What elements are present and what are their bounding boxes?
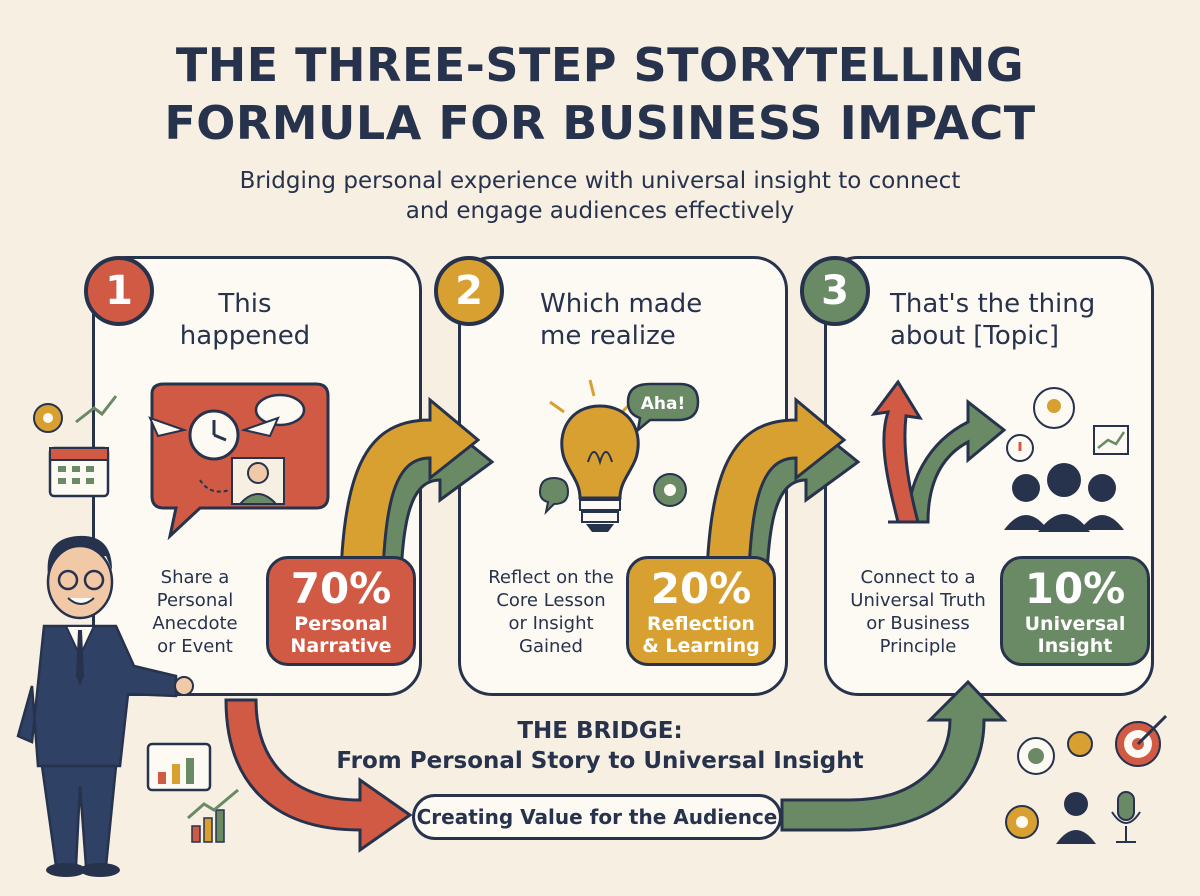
bridge-title-line-2: From Personal Story to Universal Insight (336, 748, 864, 774)
step-2-percent-label-2: & Learning (642, 635, 760, 657)
step-1-desc-line-4: or Event (157, 636, 233, 657)
subtitle-line-2: and engage audiences effectively (405, 198, 795, 224)
step-3-title: That's the thing about [Topic] (890, 288, 1120, 352)
step-1-description: Share a Personal Anecdote or Event (140, 566, 250, 658)
step-1-percent-label-1: Personal (294, 613, 388, 635)
bridge-pill: Creating Value for the Audience (412, 794, 782, 840)
step-2-description: Reflect on the Core Lesson or Insight Ga… (476, 566, 626, 658)
step-3-number: 3 (800, 256, 870, 326)
step-1-percent-box: 70% Personal Narrative (266, 556, 416, 666)
bridge-title: THE BRIDGE: From Personal Story to Unive… (330, 716, 870, 776)
title-line-1: THE THREE-STEP STORYTELLING (175, 38, 1025, 92)
page-title: THE THREE-STEP STORYTELLING FORMULA FOR … (0, 36, 1200, 152)
step-1-percent: 70% (290, 564, 392, 613)
growth-chart-icon (1093, 425, 1129, 455)
aha-text: Aha! (641, 394, 685, 414)
subtitle-line-1: Bridging personal experience with univer… (239, 168, 961, 194)
step-3-title-line-2: about [Topic] (890, 321, 1059, 351)
bridge-red-arrow (224, 698, 413, 853)
step-2-title-line-1: Which made (540, 289, 703, 319)
step-1-title-line-2: happened (179, 321, 311, 351)
step-3-desc-line-4: Principle (879, 636, 957, 657)
lightbulb-icon (560, 404, 640, 500)
step-3-description: Connect to a Universal Truth or Business… (838, 566, 998, 658)
step-2-desc-line-3: or Insight (508, 613, 594, 634)
step-3-title-line-1: That's the thing (890, 289, 1096, 319)
step-1-percent-label-2: Narrative (290, 635, 392, 657)
step-2-desc-line-2: Core Lesson (496, 590, 606, 611)
story-bubble-illustration (148, 382, 330, 540)
businessman-illustration (16, 535, 194, 877)
target-icon (1115, 714, 1168, 767)
step-3-percent-label-2: Insight (1037, 635, 1113, 657)
page-subtitle: Bridging personal experience with univer… (0, 166, 1200, 226)
lightbulb-small-icon (1067, 731, 1093, 757)
calendar-gear-icons (33, 395, 118, 498)
step-1-title-line-1: This (218, 289, 272, 319)
winged-clock-icon (148, 409, 280, 461)
step-2-desc-line-1: Reflect on the (488, 567, 614, 588)
step-2-percent-label-1: Reflection (647, 613, 755, 635)
growth-bars-icon (187, 788, 239, 843)
universal-insight-illustration (870, 379, 1129, 532)
bridge-title-line-1: THE BRIDGE: (517, 718, 683, 744)
step-3-desc-line-3: or Business (866, 613, 970, 634)
step-1-desc-line-3: Anecdote (152, 613, 238, 634)
step-2-percent-box: 20% Reflection & Learning (626, 556, 776, 666)
step-3-percent-label-1: Universal (1024, 613, 1126, 635)
bridge-green-arrow (780, 679, 1008, 832)
step-2-number: 2 (434, 256, 504, 326)
speaker-person-icon (1056, 792, 1096, 844)
step-1-title: This happened (175, 288, 315, 352)
microphone-icon (1111, 791, 1141, 843)
step-3-percent-box: 10% Universal Insight (1000, 556, 1150, 666)
chart-icons (146, 742, 239, 843)
step-2-title-line-2: me realize (540, 321, 676, 351)
lightbulb-illustration: Aha! (538, 379, 700, 532)
step-2-percent: 20% (650, 564, 752, 613)
step-3-percent: 10% (1024, 564, 1126, 613)
audience-people-icon (1004, 463, 1124, 532)
person-icon (231, 457, 285, 505)
step-1-desc-line-2: Personal (156, 590, 234, 611)
step-3-desc-line-2: Universal Truth (850, 590, 986, 611)
step-2-desc-line-4: Gained (519, 636, 583, 657)
right-bottom-icons (1005, 714, 1168, 844)
step-2-title: Which made me realize (540, 288, 740, 352)
aha-bubble: Aha! (626, 382, 700, 434)
step-1-desc-line-1: Share a (160, 567, 230, 588)
title-line-2: FORMULA FOR BUSINESS IMPACT (164, 96, 1036, 150)
step-3-desc-line-1: Connect to a (860, 567, 976, 588)
step-1-number: 1 (84, 256, 154, 326)
